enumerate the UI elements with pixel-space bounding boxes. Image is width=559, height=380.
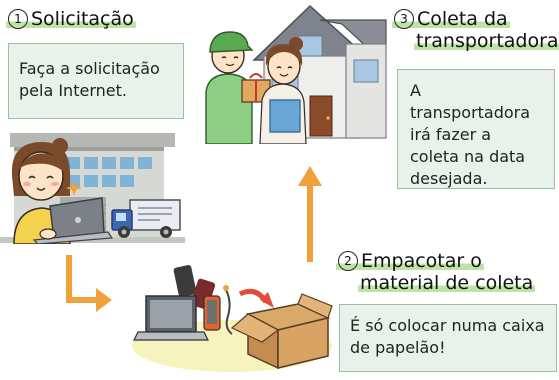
step2-title-line1: Empacotar o bbox=[361, 250, 482, 272]
step3-text: A transportadora irá fazer a coleta na d… bbox=[410, 81, 531, 188]
devices-and-box-illustration bbox=[132, 265, 333, 372]
arrow-up-icon bbox=[307, 184, 313, 262]
step1-number: 1 bbox=[8, 9, 28, 29]
arrow-down-right-segment bbox=[66, 297, 100, 303]
step2-text: É só colocar numa caixa de papelão! bbox=[350, 316, 545, 357]
step3-info-box: A transportadora irá fazer a coleta na d… bbox=[397, 69, 555, 189]
step2-title-line2: material de coleta bbox=[358, 272, 536, 294]
arrow-head-right-icon bbox=[96, 288, 112, 312]
step2-number: 2 bbox=[338, 251, 358, 271]
arrow-head-up-icon bbox=[298, 166, 322, 186]
woman-laptop-illustration bbox=[11, 138, 114, 244]
step1-info-box: Faça a solicitação pela Internet. bbox=[8, 43, 184, 119]
step2-info-box: É só colocar numa caixa de papelão! bbox=[339, 304, 557, 372]
step3-title-line2: transportadora bbox=[414, 30, 559, 52]
step1-title-text: Solicitação bbox=[31, 8, 134, 30]
arrow-down-right-icon bbox=[66, 255, 72, 303]
courier-and-customer-illustration bbox=[205, 31, 307, 144]
step3-title-line1: Coleta da bbox=[417, 8, 508, 30]
delivery-truck-illustration bbox=[111, 199, 181, 238]
step3-number: 3 bbox=[394, 9, 414, 29]
step1-text: Faça a solicitação pela Internet. bbox=[19, 59, 160, 100]
